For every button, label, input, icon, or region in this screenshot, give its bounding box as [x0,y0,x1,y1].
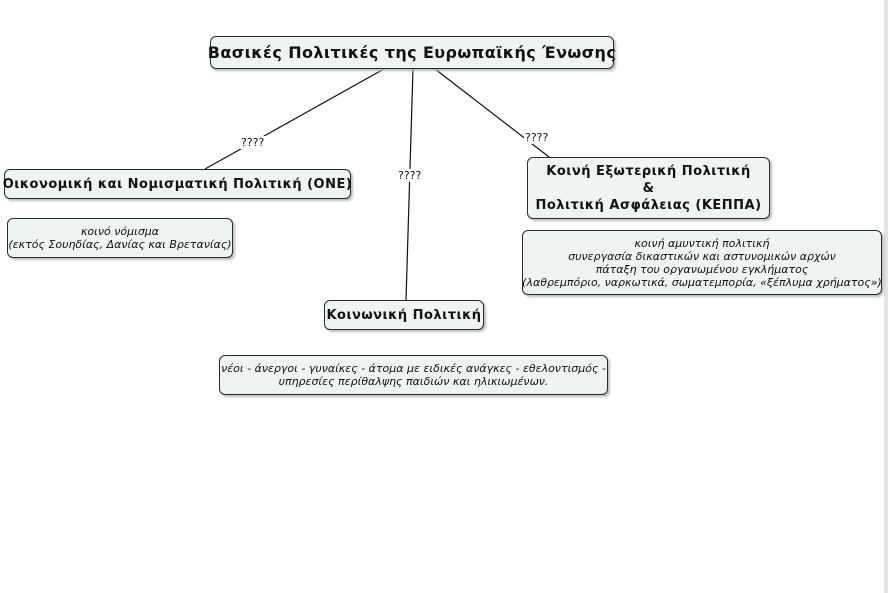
foreign-policy-concept[interactable]: Κοινή Εξωτερική Πολιτική & Πολιτική Ασφά… [527,157,770,219]
social-policy-note[interactable]: νέοι - άνεργοι - γυναίκες - άτομα με ειδ… [219,355,608,395]
foreign-note-line: πάταξη του οργανωμένου εγκλήματος [595,262,809,276]
root-concept[interactable]: Βασικές Πολιτικές της Ευρωπαϊκής Ένωσης [207,36,617,69]
economic-policy-note[interactable]: κοινό νόμισμα (εκτός Σουηδίας, Δανίας κα… [7,218,233,258]
foreign-policy-title-line: Κοινή Εξωτερική Πολιτική [546,163,751,179]
link-label-economic: ???? [240,136,266,149]
economic-policy-concept[interactable]: Οικονομική και Νομισματική Πολιτική (ΟΝΕ… [2,169,353,199]
foreign-note-line: (λαθρεμπόριο, ναρκωτικά, σωματεμπορία, «… [522,275,882,289]
connector-root-economic [204,68,385,170]
economic-policy-title: Οικονομική και Νομισματική Πολιτική (ΟΝΕ… [2,176,353,192]
link-label-social: ???? [397,169,423,182]
foreign-policy-title-line: Πολιτική Ασφάλειας (ΚΕΠΠΑ) [535,197,762,213]
economic-note-line: (εκτός Σουηδίας, Δανίας και Βρετανίας) [8,238,232,251]
economic-note-line: κοινό νόμισμα [80,225,160,238]
window-edge [884,0,888,593]
foreign-note-line: συνεργασία δικαστικών και αστυνομικών αρ… [568,249,836,263]
social-note-line: υπηρεσίες περίθαλψης παιδιών και ηλικιωμ… [278,375,549,388]
foreign-policy-note[interactable]: κοινή αμυντική πολιτική συνεργασία δικασ… [522,230,882,295]
foreign-policy-title-line: & [642,180,655,196]
social-policy-concept[interactable]: Κοινωνική Πολιτική [324,300,484,330]
root-concept-title: Βασικές Πολιτικές της Ευρωπαϊκής Ένωσης [207,43,617,62]
foreign-note-line: κοινή αμυντική πολιτική [634,236,770,250]
social-policy-title: Κοινωνική Πολιτική [326,307,482,323]
social-note-line: νέοι - άνεργοι - γυναίκες - άτομα με ειδ… [221,362,606,375]
connector-root-social [405,68,414,301]
link-label-foreign: ???? [524,131,550,144]
